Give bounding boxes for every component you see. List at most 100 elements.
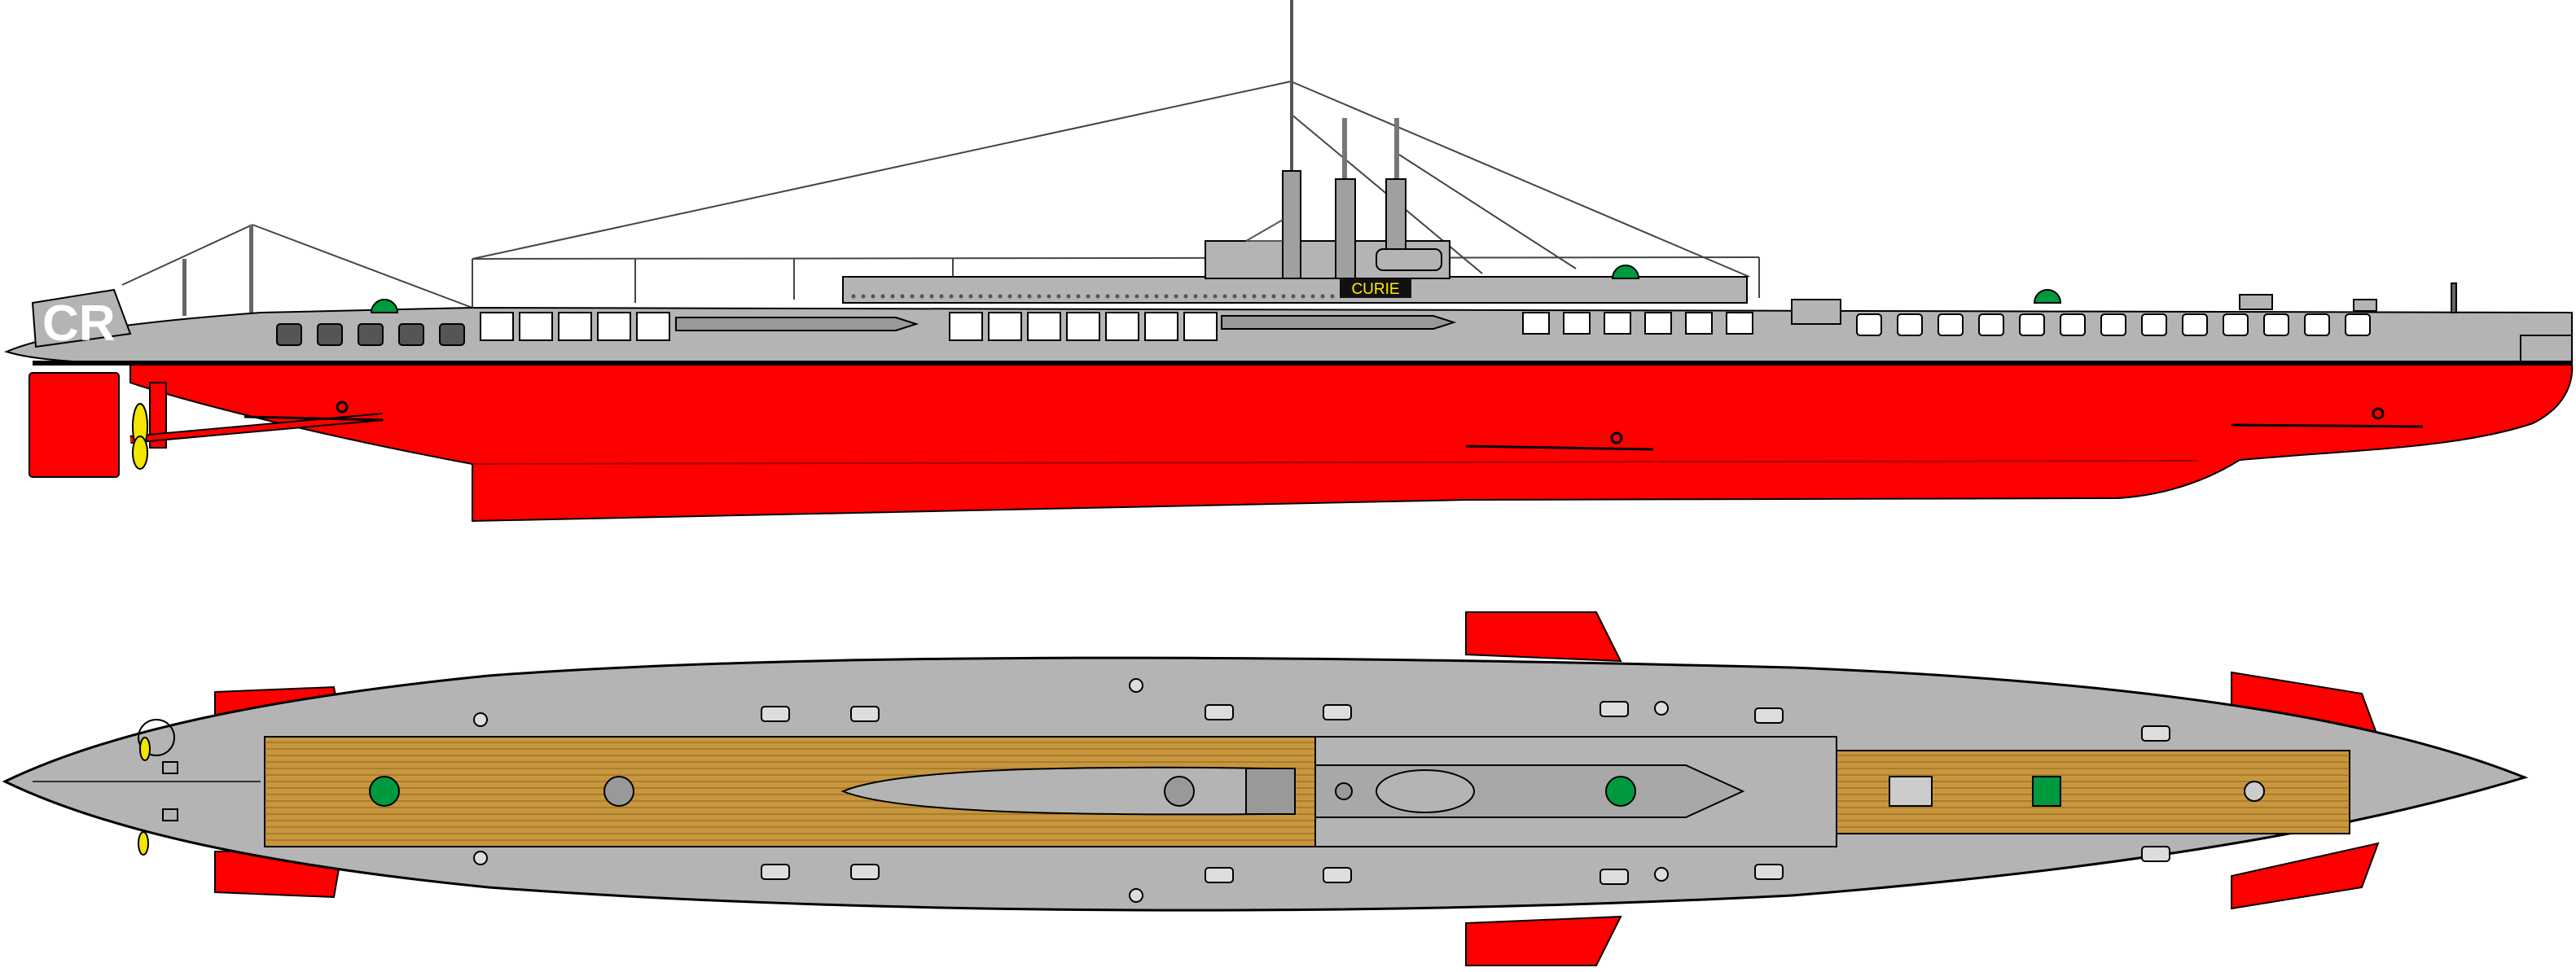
casing-window — [949, 312, 983, 341]
rivet — [1183, 294, 1188, 299]
plan-port — [473, 712, 488, 727]
casing-window — [317, 323, 343, 346]
rivet — [1086, 294, 1091, 299]
casing-window — [2345, 313, 2371, 336]
top-view — [2, 611, 2529, 966]
bow-fittings — [33, 719, 261, 856]
plan-port — [761, 864, 790, 880]
casing-window — [358, 323, 384, 346]
plan-port — [761, 706, 790, 722]
casing-window — [1644, 312, 1672, 335]
rivet — [1174, 294, 1178, 299]
rivet — [1213, 294, 1218, 299]
casing-window — [1066, 312, 1100, 341]
casing-window — [2223, 313, 2249, 336]
casing-window — [1937, 313, 1964, 336]
deck-fittings — [1791, 282, 2457, 325]
rivet — [900, 294, 905, 299]
rivet — [1291, 294, 1296, 299]
hydroplanes — [244, 401, 2424, 451]
plan-port — [1600, 869, 1629, 885]
plan-port — [1754, 707, 1784, 724]
deck-torpedo-tubes — [675, 315, 1457, 331]
casing-window — [2019, 313, 2045, 336]
lower-hull — [129, 362, 2574, 523]
name-plate: CURIE — [1340, 278, 1411, 298]
rivet — [910, 294, 915, 299]
keel-line — [472, 460, 2200, 465]
rivet — [1125, 294, 1130, 299]
casing-window — [988, 312, 1022, 341]
rivet — [871, 294, 875, 299]
rivet — [988, 294, 993, 299]
plan-superstructure — [840, 736, 1837, 847]
rivet — [890, 294, 895, 299]
plan-port — [2141, 846, 2170, 862]
rivet — [1281, 294, 1286, 299]
rivet — [1095, 294, 1100, 299]
rivet — [1105, 294, 1110, 299]
rivet — [1056, 294, 1061, 299]
name-plate-text: CURIE — [1351, 281, 1399, 298]
stern-block — [2520, 335, 2573, 362]
plan-port — [1323, 704, 1352, 720]
conning-tower — [842, 170, 1748, 304]
casing-window — [2060, 313, 2086, 336]
casing-window — [2263, 313, 2289, 336]
plan-port — [2141, 725, 2170, 742]
rivet — [1144, 294, 1149, 299]
rivet — [1047, 294, 1051, 299]
casing-window — [1897, 313, 1923, 336]
rivet — [1017, 294, 1022, 299]
casing-window — [480, 312, 514, 341]
side-view: CR CURIE — [4, 0, 2574, 523]
plan-port — [1600, 701, 1629, 717]
rivet — [1252, 294, 1257, 299]
plan-port — [473, 851, 488, 865]
propeller-icon — [129, 382, 384, 470]
casing-window — [1027, 312, 1061, 341]
rivet — [1271, 294, 1276, 299]
rivet — [851, 294, 856, 299]
plan-port — [1654, 701, 1669, 716]
plan-port — [1323, 867, 1352, 883]
plan-port — [1205, 704, 1234, 720]
guard-rail — [472, 256, 1760, 308]
rivet — [919, 294, 924, 299]
rivet — [1330, 294, 1335, 299]
plan-port — [1129, 888, 1143, 903]
rigging-wires — [121, 81, 1750, 309]
rivet — [1310, 294, 1315, 299]
casing-window — [439, 323, 465, 346]
rivet — [1027, 294, 1032, 299]
rivet — [1134, 294, 1139, 299]
hull-code: CR — [42, 296, 116, 352]
casing-window — [276, 323, 302, 346]
plan-port — [850, 706, 880, 722]
green-hatches — [370, 265, 2062, 313]
rivet — [880, 294, 885, 299]
rivet — [1222, 294, 1227, 299]
plan-port — [1129, 678, 1143, 693]
rivet — [1115, 294, 1120, 299]
rivet — [1007, 294, 1012, 299]
casing-window — [1856, 313, 1882, 336]
rivet — [968, 294, 973, 299]
rudder — [29, 372, 120, 478]
casing-window — [1726, 312, 1753, 335]
casing-window — [519, 312, 553, 341]
casing-window — [2100, 313, 2126, 336]
casing-window — [1563, 312, 1591, 335]
rivet — [1242, 294, 1247, 299]
casing-window — [1685, 312, 1713, 335]
casing-windows — [276, 312, 2371, 346]
rivet — [861, 294, 866, 299]
plan-port — [1754, 864, 1784, 880]
casing-window — [558, 312, 592, 341]
plan-ports — [473, 678, 2170, 903]
casing-window — [2304, 313, 2330, 336]
rivet — [959, 294, 963, 299]
rivet — [1076, 294, 1081, 299]
plan-hatches — [369, 776, 2265, 807]
